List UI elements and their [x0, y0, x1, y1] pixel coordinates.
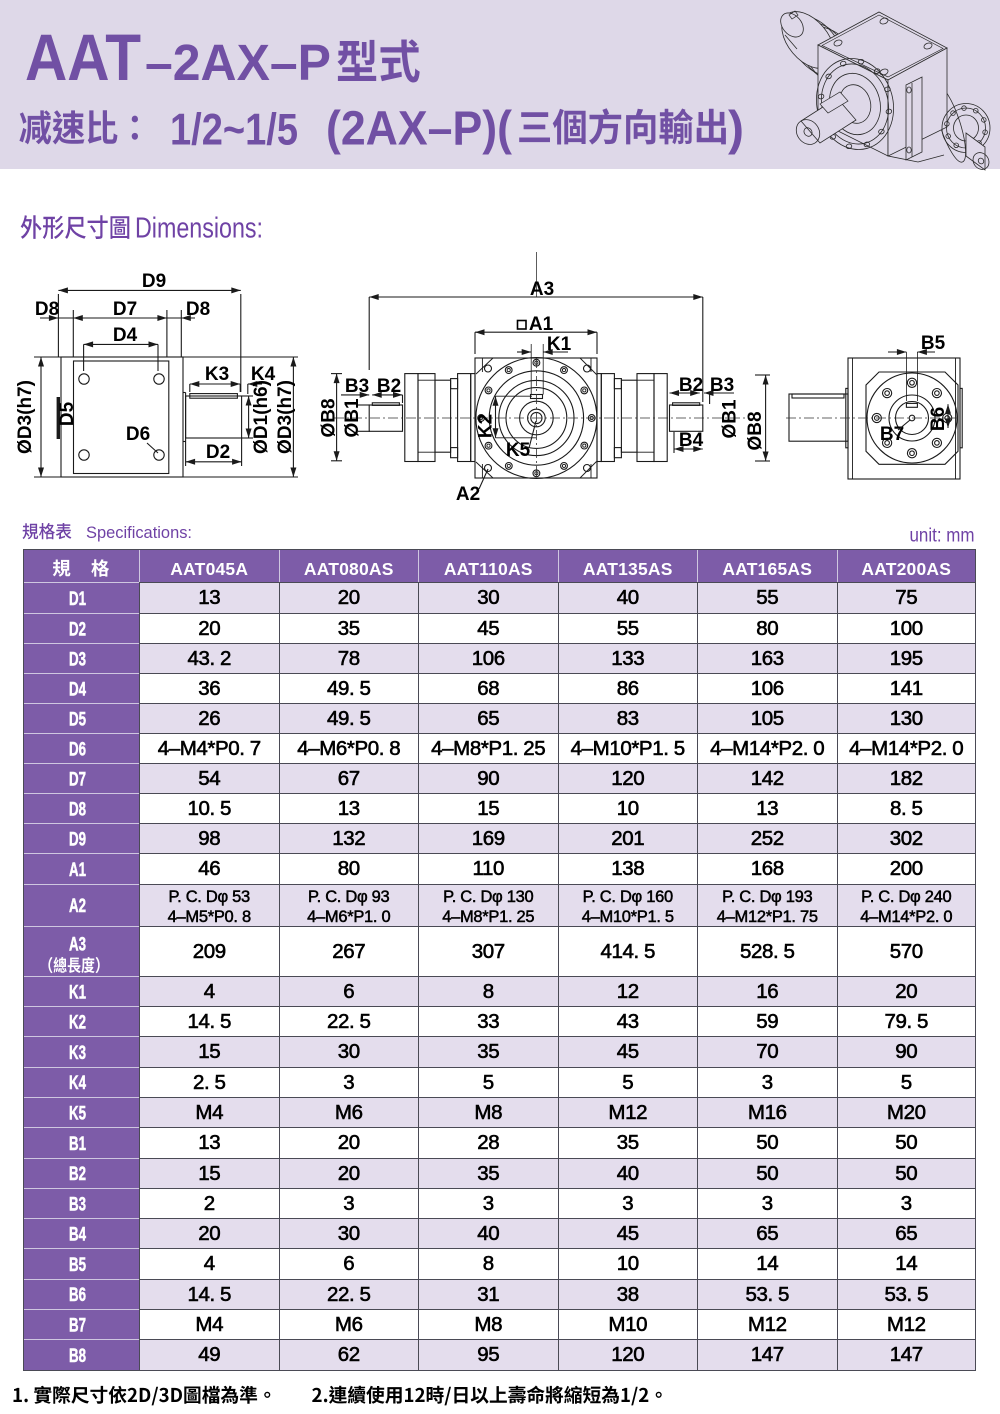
svg-text:D2: D2 — [206, 442, 230, 463]
svg-text:A1: A1 — [529, 314, 554, 335]
svg-text:unit: mm: unit: mm — [910, 525, 975, 547]
svg-text:B3: B3 — [710, 375, 734, 396]
svg-text:A2: A2 — [456, 484, 480, 505]
svg-text:B7: B7 — [880, 424, 904, 445]
svg-text:K4: K4 — [251, 364, 276, 385]
svg-text:A3: A3 — [530, 279, 554, 300]
svg-text:D8: D8 — [35, 299, 59, 320]
svg-text:ØB1: ØB1 — [720, 399, 741, 439]
svg-text:D5: D5 — [57, 401, 78, 426]
svg-text:D9: D9 — [142, 271, 166, 292]
svg-text:B5: B5 — [921, 333, 946, 354]
svg-text:B2: B2 — [377, 376, 401, 397]
svg-text:K1: K1 — [547, 334, 572, 355]
svg-text:ØD3(h7): ØD3(h7) — [275, 380, 296, 454]
svg-text:B6: B6 — [928, 407, 949, 431]
svg-text:Dimensions:: Dimensions: — [135, 213, 263, 245]
svg-text:D7: D7 — [113, 299, 137, 320]
svg-text:D4: D4 — [113, 325, 138, 346]
svg-text:K2: K2 — [476, 414, 497, 438]
svg-text:D6: D6 — [126, 424, 150, 445]
svg-text:ØB1: ØB1 — [342, 398, 363, 438]
svg-text:K3: K3 — [205, 364, 229, 385]
svg-text:ØB8: ØB8 — [319, 398, 340, 437]
svg-text:ØD3(h7): ØD3(h7) — [15, 380, 36, 454]
svg-text:B2: B2 — [679, 375, 703, 396]
svg-text:B3: B3 — [345, 376, 369, 397]
svg-text:D8: D8 — [186, 299, 210, 320]
svg-text:K5: K5 — [506, 440, 531, 461]
svg-text:ØB8: ØB8 — [745, 411, 766, 450]
svg-text:B4: B4 — [679, 430, 704, 451]
svg-text:Specifications:: Specifications: — [86, 524, 192, 542]
svg-text:ØD1(h6): ØD1(h6) — [251, 380, 272, 454]
